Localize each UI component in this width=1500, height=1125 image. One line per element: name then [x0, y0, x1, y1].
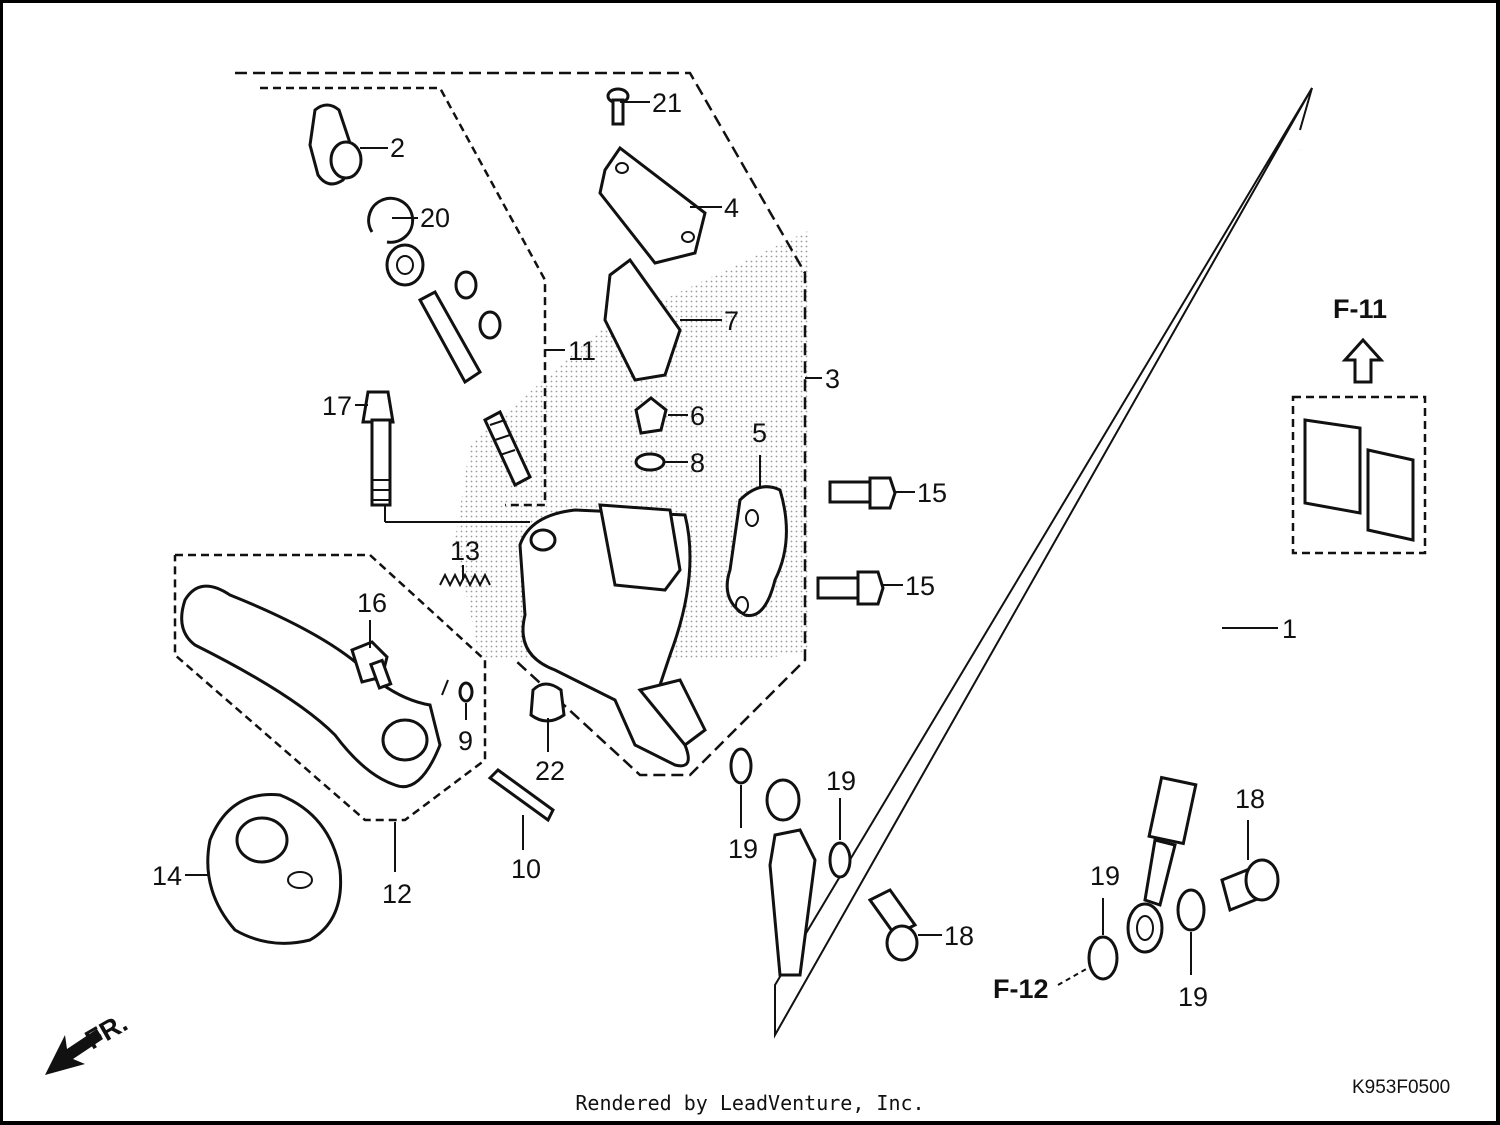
part-6-nut — [634, 396, 668, 435]
ref-f12: F-12 — [993, 974, 1049, 1004]
callout-15b: 15 — [905, 571, 935, 601]
part-19-washer-c — [1087, 935, 1119, 981]
hose-end-lower — [765, 778, 817, 977]
credit-line: Rendered by LeadVenture, Inc. — [575, 1091, 925, 1115]
part-2-boot — [308, 103, 363, 186]
callout-12: 12 — [382, 879, 412, 909]
part-19-washer-d — [1176, 888, 1206, 932]
callout-1: 1 — [1282, 614, 1297, 644]
group-outline-12 — [173, 553, 487, 822]
f11-bracket-right — [1366, 448, 1415, 542]
callout-19d: 19 — [1178, 982, 1208, 1012]
callout-19b: 19 — [826, 766, 856, 796]
callout-15a: 15 — [917, 478, 947, 508]
part-5-clamp — [725, 485, 788, 618]
f11-bracket-left — [1303, 418, 1362, 515]
callout-4: 4 — [724, 193, 739, 223]
group-outline-f11 — [1291, 395, 1427, 555]
part-8-ring — [634, 452, 666, 472]
callout-10: 10 — [511, 854, 541, 884]
part-18-bolt-b — [1220, 858, 1280, 913]
leader-lines — [185, 101, 1278, 986]
part-9-washer — [458, 681, 474, 703]
callout-21: 21 — [652, 88, 682, 118]
part-14-cover — [206, 793, 343, 945]
f11-arrow-icon — [1341, 337, 1385, 384]
washer — [385, 243, 425, 287]
part-19-washer-a — [729, 747, 753, 785]
part-10-pin — [487, 768, 555, 823]
callout-5: 5 — [752, 418, 767, 448]
part-19-washer-b — [828, 841, 852, 879]
part-4-reservoir-cap — [598, 145, 707, 265]
part-16-bolt — [350, 640, 393, 690]
callout-3: 3 — [825, 364, 840, 394]
callout-22: 22 — [535, 756, 565, 786]
callout-20: 20 — [420, 203, 450, 233]
part-21-screw — [606, 87, 630, 126]
front-direction-arrow-icon — [45, 1029, 103, 1075]
callout-8: 8 — [690, 448, 705, 478]
callout-18a: 18 — [944, 921, 974, 951]
diagram-code: K953F0500 — [1352, 1077, 1450, 1098]
part-15-bolt-upper — [828, 476, 897, 510]
ref-f11: F-11 — [1333, 294, 1387, 324]
callout-9: 9 — [458, 726, 473, 756]
part-17-bolt — [361, 390, 395, 507]
callout-19a: 19 — [728, 834, 758, 864]
callout-16: 16 — [357, 588, 387, 618]
part-22-cap — [529, 682, 566, 723]
callout-11: 11 — [568, 336, 596, 366]
master-cylinder-body — [518, 503, 707, 768]
group-outline-11 — [260, 86, 547, 507]
part-7-diaphragm — [603, 257, 682, 382]
part-15-bolt-lower — [816, 570, 885, 606]
hose-assembly-outline — [774, 87, 1313, 1039]
callout-14: 14 — [152, 861, 182, 891]
callout-7: 7 — [724, 306, 739, 336]
callout-18b: 18 — [1235, 784, 1265, 814]
part-13-spring — [439, 572, 491, 588]
callout-6: 6 — [690, 401, 705, 431]
part-18-bolt-a — [867, 888, 919, 962]
piston-assembly — [417, 270, 532, 488]
callout-numbers: 1 2 3 4 5 6 7 8 9 10 11 12 13 14 15 15 1… — [152, 88, 1297, 1012]
callout-13: 13 — [450, 536, 480, 566]
callout-2: 2 — [390, 133, 405, 163]
part-20-circlip — [367, 196, 415, 244]
callout-19c: 19 — [1090, 861, 1120, 891]
part-12-lever — [180, 584, 442, 788]
group-outline-3 — [235, 71, 807, 777]
callout-17: 17 — [322, 391, 352, 421]
part-1-brake-hose — [1126, 149, 1304, 954]
